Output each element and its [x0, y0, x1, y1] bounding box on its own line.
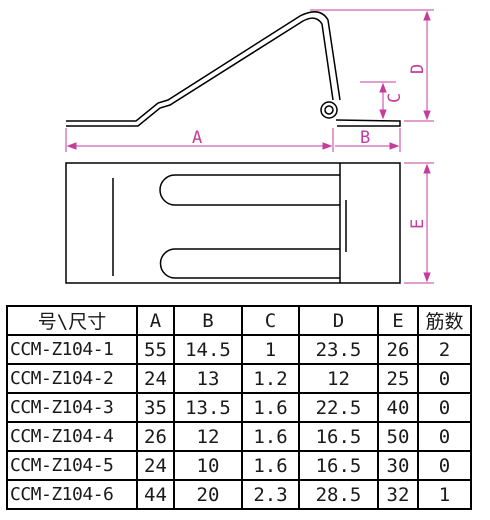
- cell-model: CCM-Z104-2: [6, 363, 138, 394]
- header-d: D: [298, 305, 379, 336]
- cell-e: 25: [377, 363, 419, 394]
- plan-view-outline: [65, 162, 401, 284]
- cell-rib-count: 2: [417, 334, 472, 365]
- table-row: CCM-Z104-4 26 12 1.6 16.5 50 0: [6, 421, 472, 452]
- cell-b: 12: [173, 421, 243, 452]
- cell-d: 28.5: [298, 479, 379, 510]
- header-rib-count: 筋数: [417, 305, 472, 336]
- technical-drawing: A B C D E: [65, 9, 434, 284]
- cell-d: 23.5: [298, 334, 379, 365]
- cell-rib-count: 0: [417, 450, 472, 481]
- side-view-base-plate: [66, 11, 341, 127]
- table-row: CCM-Z104-6 44 20 2.3 28.5 32 1: [6, 479, 472, 510]
- cell-b: 14.5: [173, 334, 243, 365]
- spec-table: 号\尺寸 A B C D E 筋数 CCM-Z104-1 55 14.5 1 2…: [6, 305, 472, 510]
- cell-e: 30: [377, 450, 419, 481]
- dimension-lines: [65, 9, 434, 284]
- cell-c: 2.3: [241, 479, 300, 510]
- cell-c: 1.6: [241, 421, 300, 452]
- cell-d: 16.5: [298, 450, 379, 481]
- cell-a: 35: [136, 392, 175, 423]
- cell-b: 13.5: [173, 392, 243, 423]
- cell-rib-count: 0: [417, 363, 472, 394]
- header-e: E: [377, 305, 419, 336]
- side-view-bottom-plate: [335, 119, 401, 127]
- table-row: CCM-Z104-1 55 14.5 1 23.5 26 2: [6, 334, 472, 365]
- cell-e: 32: [377, 479, 419, 510]
- cell-b: 13: [173, 363, 243, 394]
- cell-e: 40: [377, 392, 419, 423]
- cell-d: 12: [298, 363, 379, 394]
- cell-a: 24: [136, 450, 175, 481]
- cell-model: CCM-Z104-5: [6, 450, 138, 481]
- cell-model: CCM-Z104-4: [6, 421, 138, 452]
- header-c: C: [241, 305, 300, 336]
- cell-e: 50: [377, 421, 419, 452]
- table-row: CCM-Z104-2 24 13 1.2 12 25 0: [6, 363, 472, 394]
- table-header-row: 号\尺寸 A B C D E 筋数: [6, 305, 472, 336]
- dim-label-a: A: [192, 128, 202, 148]
- table-row: CCM-Z104-3 35 13.5 1.6 22.5 40 0: [6, 392, 472, 423]
- cell-e: 26: [377, 334, 419, 365]
- table-row: CCM-Z104-5 24 10 1.6 16.5 30 0: [6, 450, 472, 481]
- plan-view: [65, 162, 401, 284]
- cell-d: 16.5: [298, 421, 379, 452]
- cell-a: 26: [136, 421, 175, 452]
- cell-model: CCM-Z104-1: [6, 334, 138, 365]
- cell-b: 10: [173, 450, 243, 481]
- dim-label-c: C: [385, 93, 405, 103]
- cell-model: CCM-Z104-3: [6, 392, 138, 423]
- cell-c: 1.6: [241, 392, 300, 423]
- header-a: A: [136, 305, 175, 336]
- side-view-hinge: [320, 101, 338, 119]
- cell-a: 55: [136, 334, 175, 365]
- cell-rib-count: 0: [417, 392, 472, 423]
- dim-label-b: B: [360, 128, 370, 148]
- plan-view-slot-upper: [159, 174, 340, 206]
- dim-label-e: E: [408, 219, 428, 229]
- cell-a: 44: [136, 479, 175, 510]
- cell-c: 1: [241, 334, 300, 365]
- cell-c: 1.2: [241, 363, 300, 394]
- cell-rib-count: 0: [417, 421, 472, 452]
- cell-rib-count: 1: [417, 479, 472, 510]
- header-model: 号\尺寸: [6, 305, 138, 336]
- cell-d: 22.5: [298, 392, 379, 423]
- side-view: [66, 11, 401, 127]
- plan-view-slot-lower: [159, 248, 340, 279]
- cell-b: 20: [173, 479, 243, 510]
- cell-model: CCM-Z104-6: [6, 479, 138, 510]
- cell-a: 24: [136, 363, 175, 394]
- header-b: B: [173, 305, 243, 336]
- cell-c: 1.6: [241, 450, 300, 481]
- dim-label-d: D: [408, 64, 428, 74]
